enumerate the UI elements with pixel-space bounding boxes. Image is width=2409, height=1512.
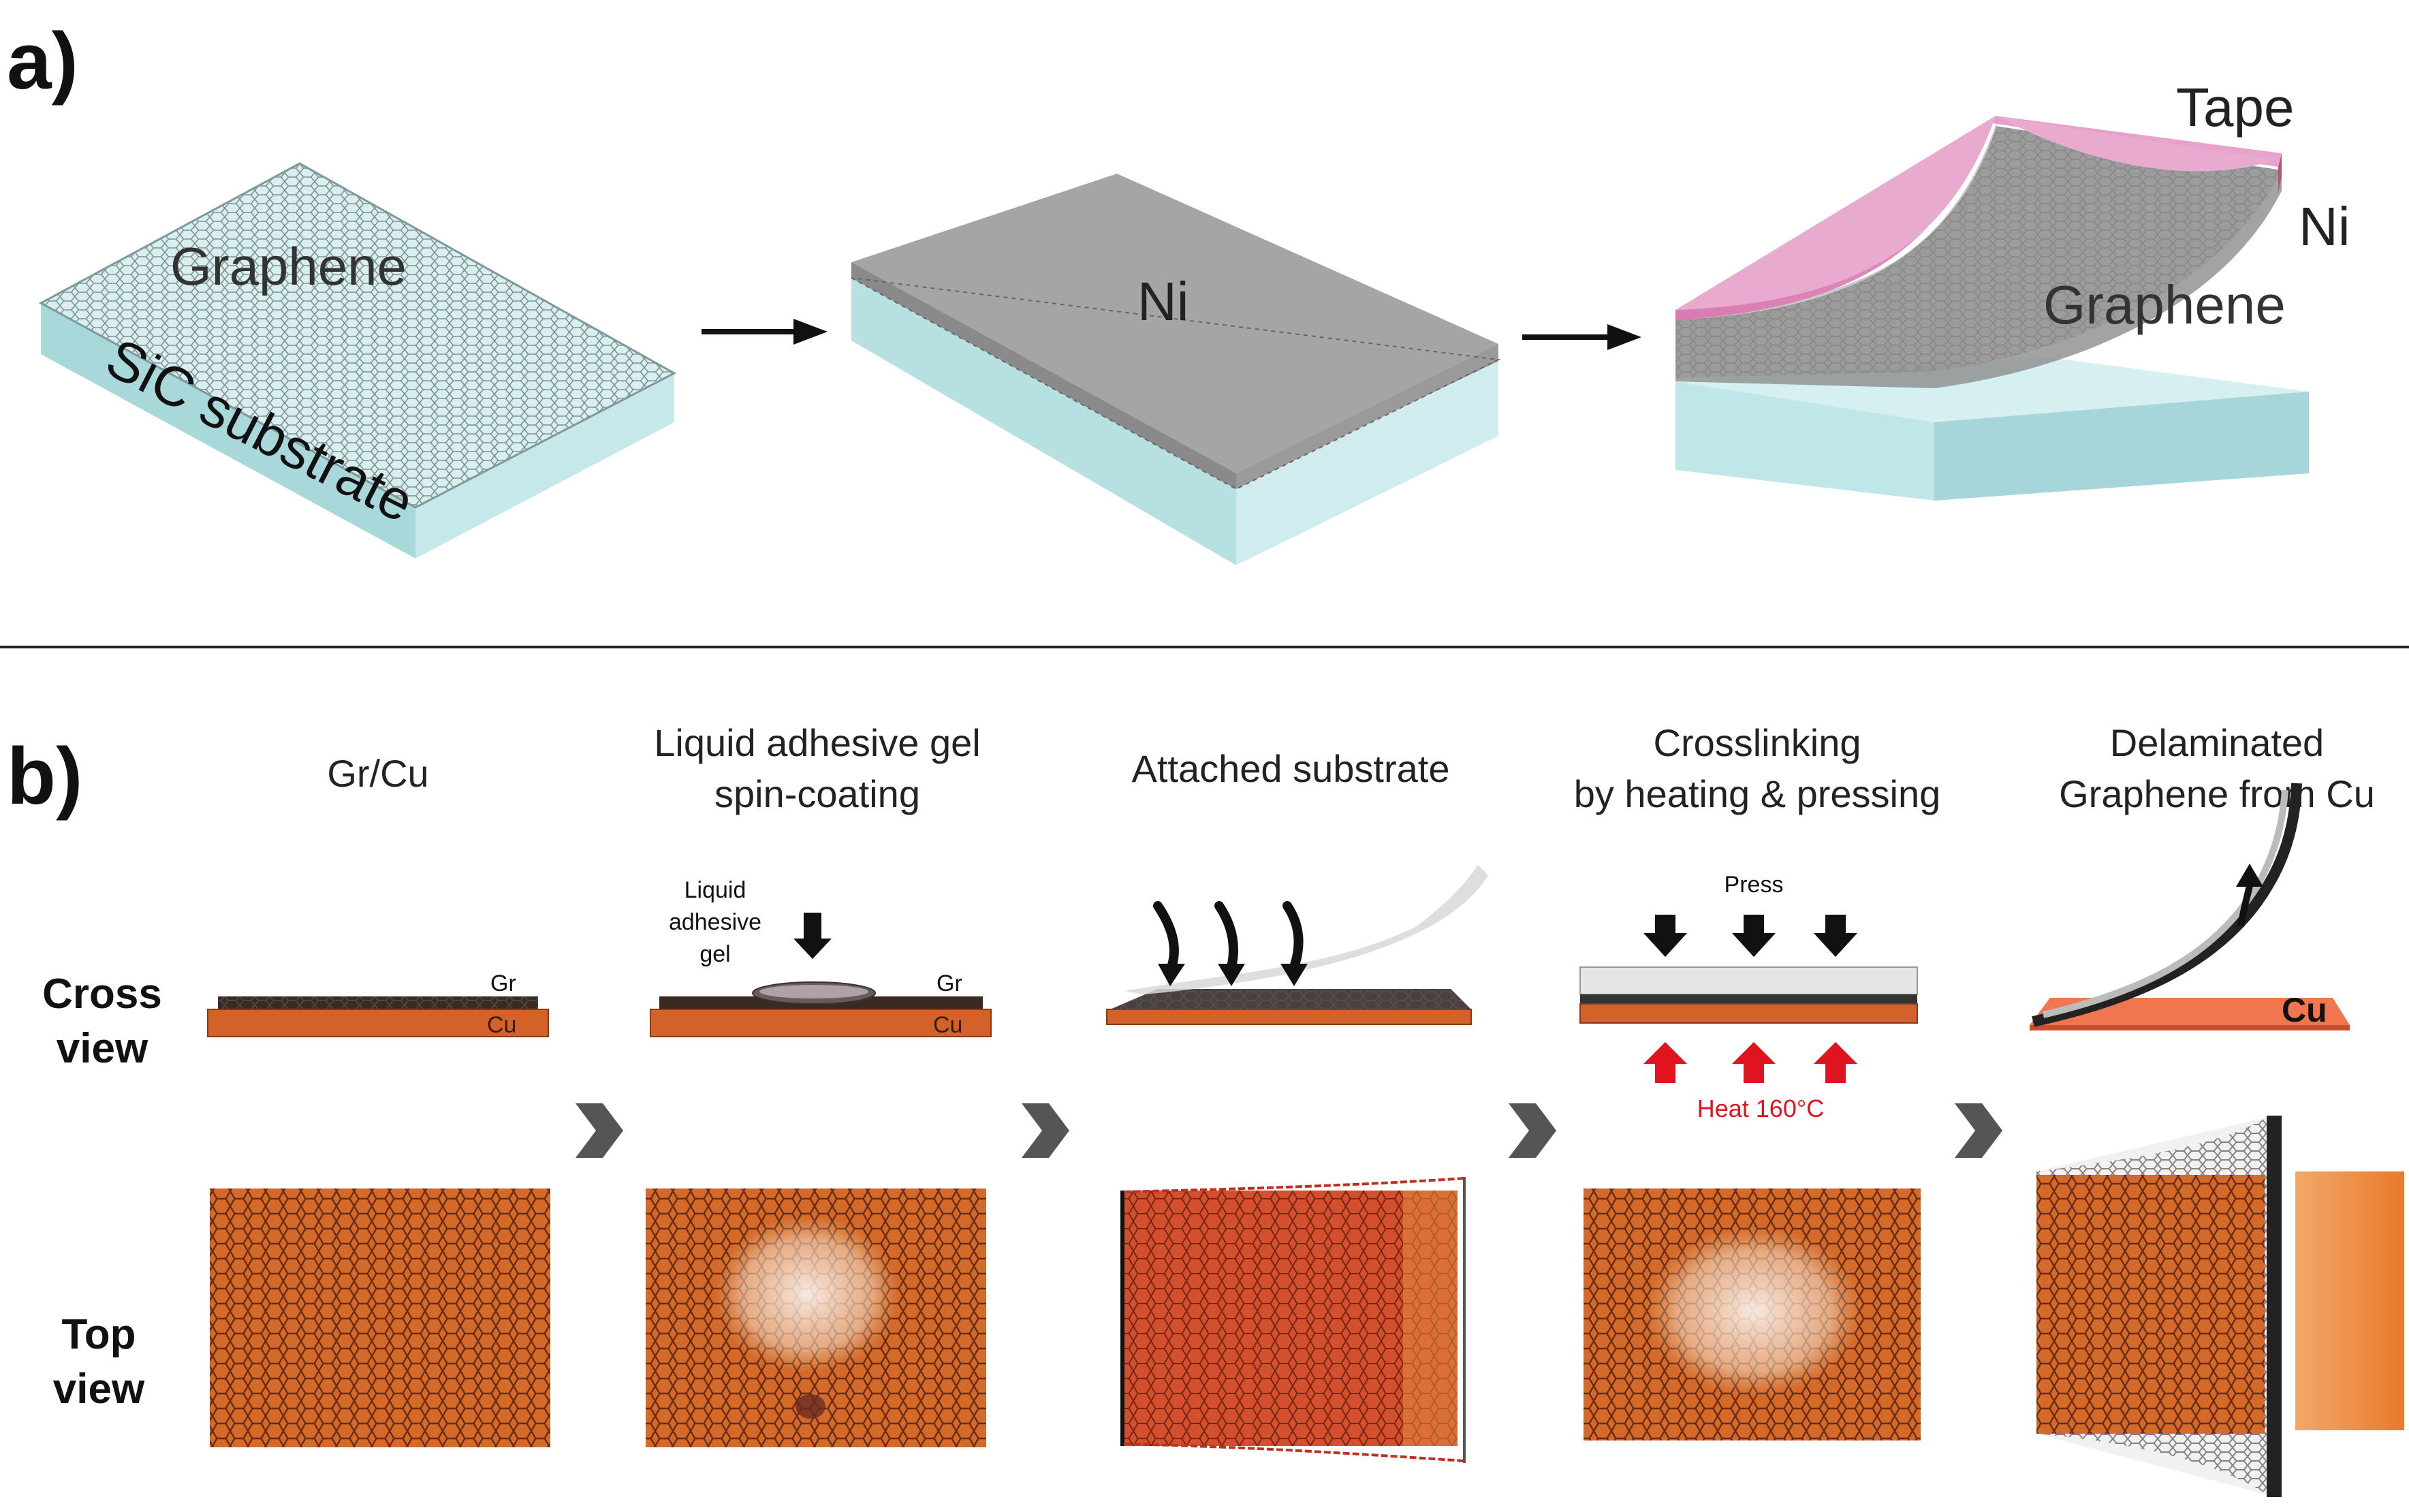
step-arrow-4 (1955, 1103, 2002, 1158)
peel-step-block (1675, 116, 2309, 501)
top-view-5 (2036, 1116, 2404, 1497)
arrow-a-1 (702, 319, 828, 345)
ni-sic-block (851, 174, 1501, 565)
cross-2-gr-label: Gr (936, 971, 962, 996)
row-label-cross-1: Cross (42, 971, 162, 1018)
step-5-title-line-2: Graphene from Cu (2059, 772, 2375, 815)
gel-label-line-1: Liquid (684, 877, 746, 903)
arrow-a-2 (1522, 324, 1641, 350)
top-view-3 (1120, 1177, 1466, 1463)
press-label: Press (1725, 872, 1784, 898)
panel-a-label: a) (7, 16, 78, 106)
step-2-title-line-2: spin-coating (714, 772, 920, 815)
cross-view-4 (1579, 915, 1918, 1083)
panel-b-label: b) (7, 731, 82, 821)
row-label-top-2: view (53, 1366, 145, 1413)
cross-1-gr-label: Gr (490, 971, 516, 996)
top-view-1 (210, 1188, 550, 1447)
step-4-title-line-1: Crosslinking (1654, 721, 1861, 764)
cross-view-3 (1106, 865, 1488, 1025)
ni-label-a3: Ni (2299, 196, 2350, 257)
gel-label-line-2: adhesive (669, 909, 761, 935)
step-2-title-line-1: Liquid adhesive gel (654, 721, 980, 764)
step-3-title-line-2: Attached substrate (1132, 747, 1450, 790)
step-arrow-2 (1022, 1103, 1069, 1158)
step-4-title-line-2: by heating & pressing (1574, 772, 1941, 815)
step-arrow-1 (576, 1103, 623, 1158)
cross-1-cu-label: Cu (487, 1012, 516, 1038)
graphene-label-a1: Graphene (170, 236, 407, 296)
top-view-2 (646, 1188, 986, 1447)
top-view-4 (1584, 1188, 1921, 1440)
graphene-label-a3: Graphene (2043, 274, 2286, 335)
row-label-top-1: Top (61, 1311, 136, 1358)
step-5-title-line-1: Delaminated (2110, 721, 2324, 764)
step-1-title-line-2: Gr/Cu (327, 752, 428, 795)
row-label-cross-2: view (57, 1025, 148, 1072)
cross-view-5 (2030, 783, 2350, 1030)
cross-2-cu-label: Cu (933, 1012, 962, 1038)
cross-view-2 (650, 913, 992, 1037)
ni-label-a2: Ni (1137, 271, 1189, 332)
gel-label-line-3: gel (699, 941, 730, 967)
sic-graphene-block (38, 162, 677, 558)
cross-5-cu-label: Cu (2282, 991, 2327, 1029)
step-arrow-3 (1509, 1103, 1556, 1158)
tape-label: Tape (2176, 77, 2294, 138)
cross-view-1 (207, 996, 549, 1037)
heat-label: Heat 160°C (1697, 1094, 1825, 1122)
